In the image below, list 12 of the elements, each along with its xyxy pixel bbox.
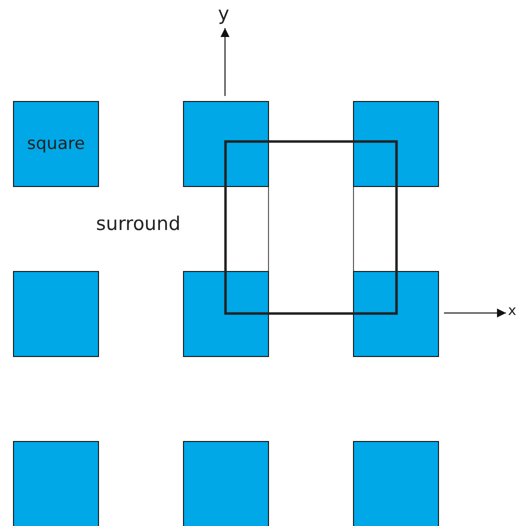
square-tile xyxy=(183,441,269,526)
square-tile xyxy=(13,441,99,526)
square-tile xyxy=(13,271,99,357)
square-tile xyxy=(353,271,439,357)
square-tile xyxy=(353,101,439,187)
region-label: surround xyxy=(96,215,181,234)
square-tile xyxy=(183,271,269,357)
axis-label: y xyxy=(218,5,230,24)
square-tile: square xyxy=(13,101,99,187)
square-tile xyxy=(353,441,439,526)
square-tile xyxy=(183,101,269,187)
axis-label: x xyxy=(508,304,516,318)
